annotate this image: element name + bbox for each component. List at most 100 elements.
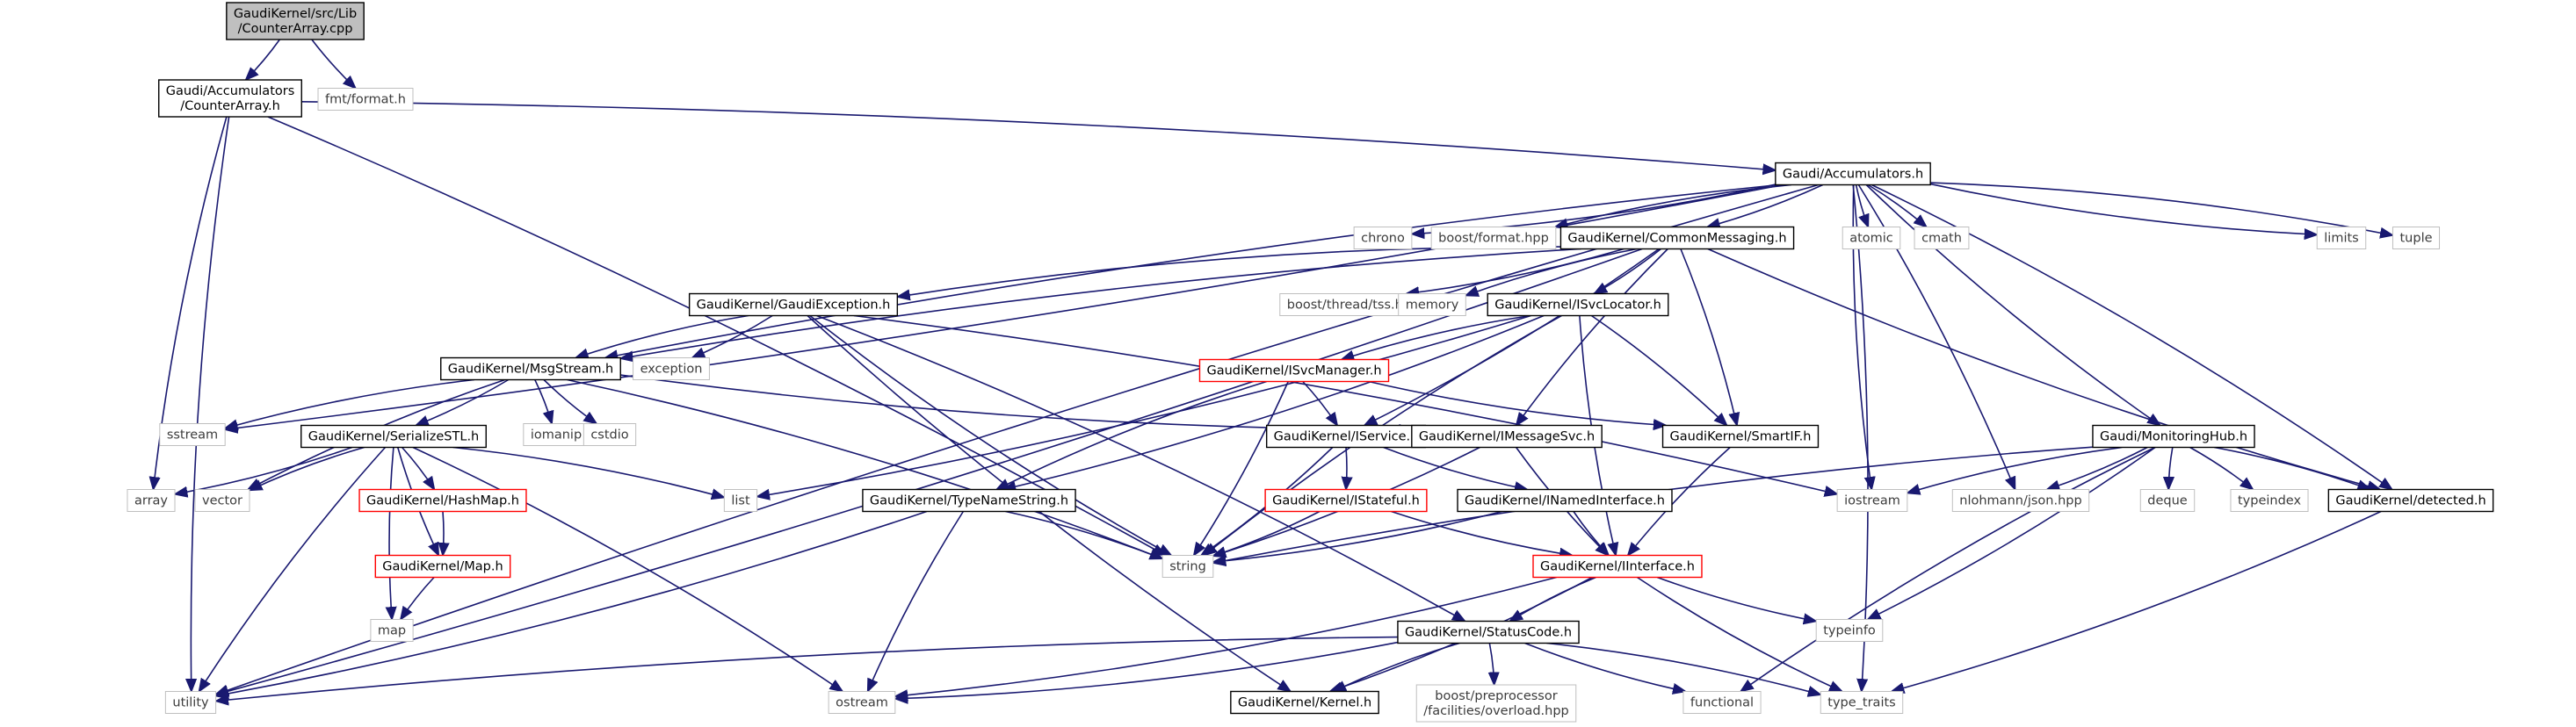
node-hashMap[interactable]: GaudiKernel/HashMap.h xyxy=(358,488,527,513)
node-label: GaudiKernel/IService.h xyxy=(1274,430,1419,444)
node-typeinfo[interactable]: typeinfo xyxy=(1815,619,1884,642)
node-cmath[interactable]: cmath xyxy=(1914,227,1970,249)
node-typeindex[interactable]: typeindex xyxy=(2230,489,2309,512)
node-box xyxy=(1815,619,1884,642)
node-box xyxy=(1398,293,1466,316)
node-box xyxy=(158,79,302,118)
node-ostream[interactable]: ostream xyxy=(828,691,896,714)
node-monitoringHub[interactable]: Gaudi/MonitoringHub.h xyxy=(2092,424,2255,449)
node-box xyxy=(1264,488,1428,513)
node-box xyxy=(1397,620,1580,644)
edge-msgStream-to-sstream xyxy=(225,378,474,428)
edge-accCounterArray-to-string xyxy=(267,116,1165,556)
node-utility[interactable]: utility xyxy=(164,691,217,714)
edge-commonMessaging-to-iMessageSvc xyxy=(1516,248,1668,426)
node-chrono[interactable]: chrono xyxy=(1353,227,1413,249)
node-statusCode[interactable]: GaudiKernel/StatusCode.h xyxy=(1397,620,1580,644)
node-fmt[interactable]: fmt/format.h xyxy=(317,88,414,111)
node-sstream[interactable]: sstream xyxy=(159,423,226,446)
node-msgStream[interactable]: GaudiKernel/MsgStream.h xyxy=(440,356,621,381)
node-typeNameString[interactable]: GaudiKernel/TypeNameString.h xyxy=(862,488,1076,513)
node-iostream[interactable]: iostream xyxy=(1836,489,1908,512)
node-label: GaudiKernel/GaudiException.h xyxy=(697,299,891,313)
node-iSvcLocator[interactable]: GaudiKernel/ISvcLocator.h xyxy=(1487,292,1669,317)
node-label: iomanip xyxy=(531,428,582,443)
node-functional[interactable]: functional xyxy=(1682,691,1762,714)
node-box xyxy=(1415,684,1577,723)
node-label: boost/thread/tss.hpp xyxy=(1287,299,1420,313)
edge-accumulators-to-tuple xyxy=(1930,182,2392,235)
node-atomic[interactable]: atomic xyxy=(1842,227,1901,249)
node-box xyxy=(1820,691,1904,714)
node-label: cmath xyxy=(1921,232,1962,246)
edge-iSvcLocator-to-smartIF xyxy=(1590,314,1726,426)
node-exception[interactable]: exception xyxy=(633,357,710,380)
node-iNamedInterface[interactable]: GaudiKernel/INamedInterface.h xyxy=(1457,488,1673,513)
node-iMessageSvc[interactable]: GaudiKernel/IMessageSvc.h xyxy=(1411,424,1603,449)
edge-serializeSTL-to-list xyxy=(452,446,725,498)
edge-gaudiException-to-iostream xyxy=(853,314,1837,494)
node-iStateful[interactable]: GaudiKernel/IStateful.h xyxy=(1264,488,1428,513)
edge-accumulators-to-limits xyxy=(1929,183,2317,235)
node-label: list xyxy=(731,494,750,508)
node-accCounterArray[interactable]: Gaudi/Accumulators/CounterArray.h xyxy=(158,79,302,118)
edge-gaudiException-to-statusCode xyxy=(816,314,1465,622)
node-label: boost/format.hpp xyxy=(1438,232,1549,246)
edge-iSvcManager-to-string xyxy=(1194,381,1289,556)
node-gaudiException[interactable]: GaudiKernel/GaudiException.h xyxy=(688,292,899,317)
edge-typeNameString-to-utility xyxy=(216,510,928,696)
node-deque[interactable]: deque xyxy=(2139,489,2196,512)
node-string[interactable]: string xyxy=(1161,555,1214,578)
node-box xyxy=(1842,227,1901,249)
edge-serializeSTL-to-utility xyxy=(199,446,387,692)
node-detected[interactable]: GaudiKernel/detected.h xyxy=(2327,488,2494,513)
node-label: boost/preprocessor xyxy=(1435,689,1557,703)
node-commonMessaging[interactable]: GaudiKernel/CommonMessaging.h xyxy=(1559,226,1795,250)
node-box xyxy=(164,691,217,714)
edge-commonMessaging-to-smartIF xyxy=(1680,248,1737,426)
node-iSvcManager[interactable]: GaudiKernel/ISvcManager.h xyxy=(1198,358,1390,383)
node-map_h[interactable]: GaudiKernel/Map.h xyxy=(374,554,511,579)
node-accumulators[interactable]: Gaudi/Accumulators.h xyxy=(1775,162,1931,186)
node-boostPreproc[interactable]: boost/preprocessor/facilities/overload.h… xyxy=(1415,684,1577,723)
node-nlohmann[interactable]: nlohmann/json.hpp xyxy=(1951,489,2090,512)
node-iomanip[interactable]: iomanip xyxy=(523,423,590,446)
node-label: GaudiKernel/CommonMessaging.h xyxy=(1567,232,1786,246)
node-box xyxy=(582,423,637,446)
node-serializeSTL[interactable]: GaudiKernel/SerializeSTL.h xyxy=(300,424,487,449)
edge-monitoringHub-to-detected xyxy=(2214,446,2370,490)
edge-serializeSTL-to-map xyxy=(389,447,394,620)
node-memory[interactable]: memory xyxy=(1398,293,1466,316)
node-limits[interactable]: limits xyxy=(2316,227,2367,249)
node-label: array xyxy=(134,494,168,508)
node-box xyxy=(1914,227,1970,249)
edge-typeNameString-to-string xyxy=(1005,510,1163,559)
node-iService[interactable]: GaudiKernel/IService.h xyxy=(1265,424,1427,449)
node-boostFormat[interactable]: boost/format.hpp xyxy=(1430,227,1557,249)
node-label: nlohmann/json.hpp xyxy=(1959,494,2081,508)
node-box xyxy=(1198,358,1390,383)
node-list[interactable]: list xyxy=(723,489,758,512)
node-smartIF[interactable]: GaudiKernel/SmartIF.h xyxy=(1661,424,1820,449)
node-cstdio[interactable]: cstdio xyxy=(582,423,637,446)
node-box xyxy=(1353,227,1413,249)
node-box xyxy=(1775,162,1931,186)
node-box xyxy=(1411,424,1603,449)
edge-serializeSTL-to-array xyxy=(175,446,353,494)
edge-msgStream-to-string xyxy=(567,378,1163,559)
node-root[interactable]: GaudiKernel/src/Lib/CounterArray.cpp xyxy=(226,2,365,40)
node-iInterface[interactable]: GaudiKernel/IInterface.h xyxy=(1532,554,1703,579)
edge-typeNameString-to-ostream xyxy=(868,511,965,692)
edge-accumulators-to-utility xyxy=(216,184,1819,695)
node-tuple[interactable]: tuple xyxy=(2391,227,2441,249)
node-label: /CounterArray.h xyxy=(180,99,280,113)
node-box xyxy=(2391,227,2441,249)
node-label: GaudiKernel/IMessageSvc.h xyxy=(1419,430,1595,444)
node-array[interactable]: array xyxy=(127,489,176,512)
edge-commonMessaging-to-iService xyxy=(1364,248,1660,426)
node-typeTraits[interactable]: type_traits xyxy=(1820,691,1904,714)
node-box xyxy=(1951,489,2090,512)
node-map[interactable]: map xyxy=(370,619,414,642)
node-vector[interactable]: vector xyxy=(194,489,250,512)
node-kernel[interactable]: GaudiKernel/Kernel.h xyxy=(1230,690,1379,715)
